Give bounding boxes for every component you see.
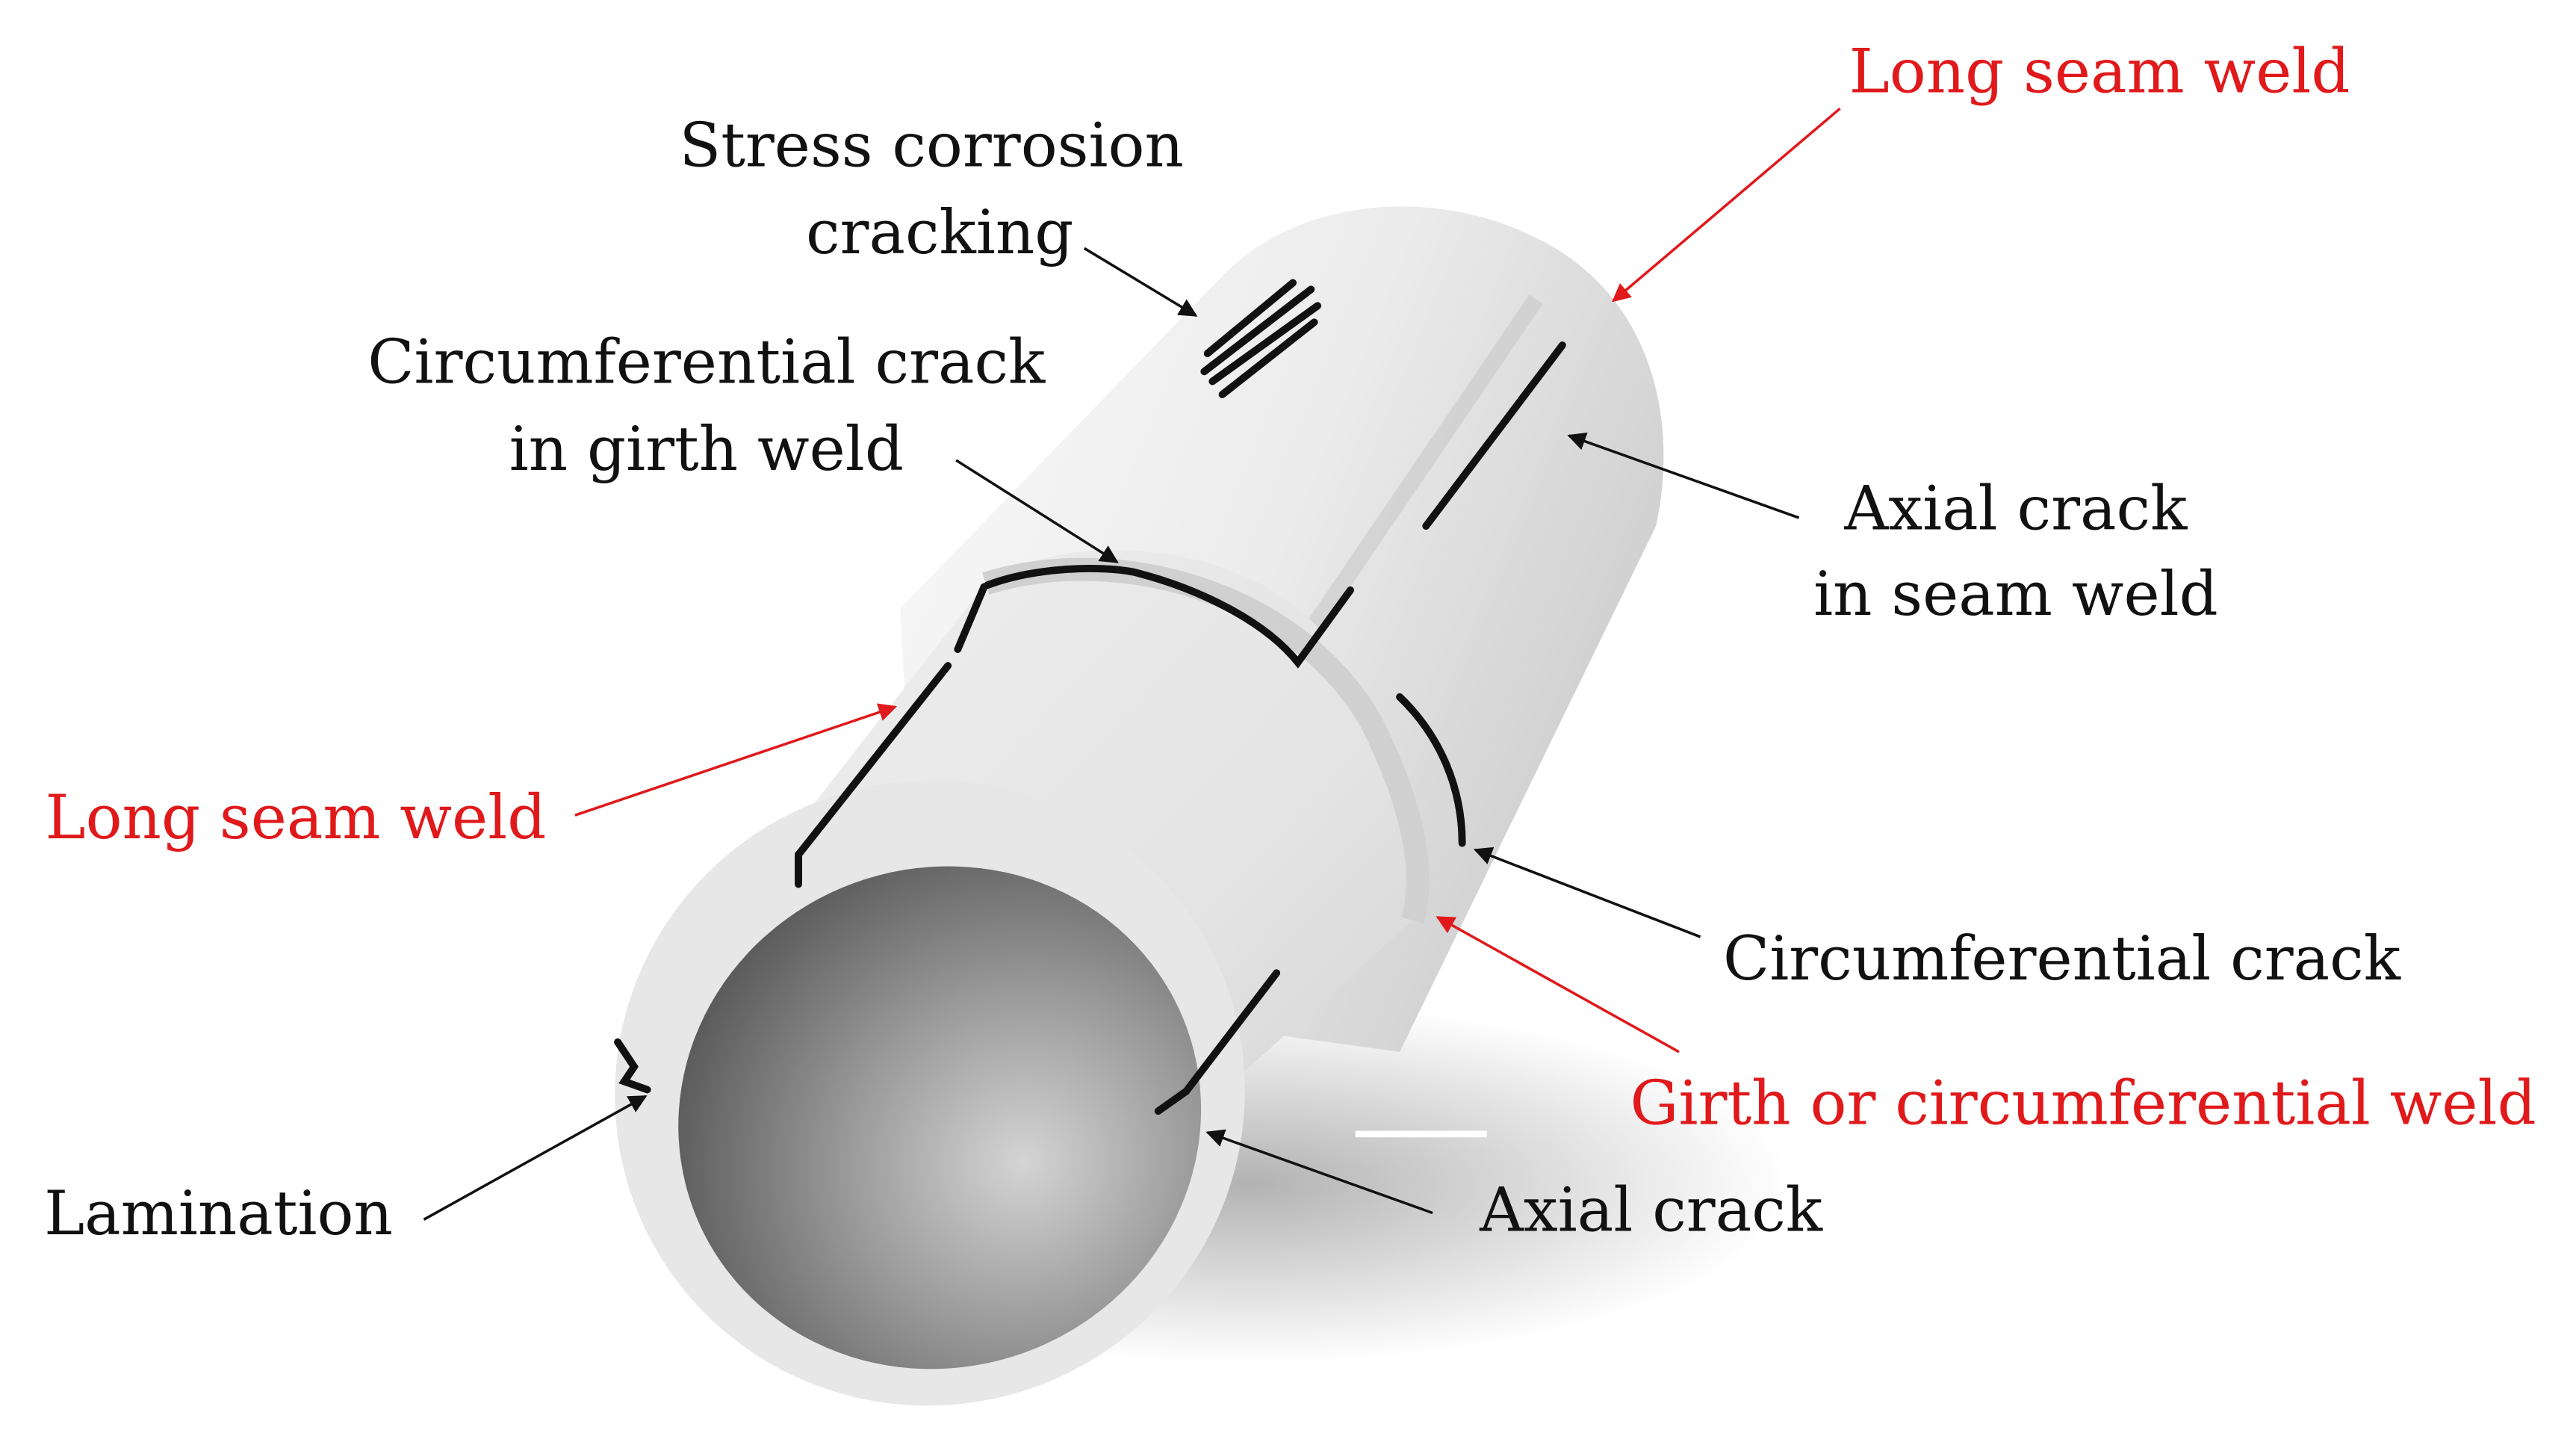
label-circ-girth-line1: Circumferential crack	[367, 327, 1046, 398]
lamination-mark	[614, 1038, 651, 1094]
arrow-long-seam-left	[574, 703, 898, 817]
pipe-bore	[678, 866, 1202, 1369]
girth-weld-crack	[984, 564, 1355, 669]
label-long-seam-top: Long seam weld	[1849, 36, 2350, 107]
arrow-long-seam-top	[1612, 107, 1841, 303]
label-axial-crack: Axial crack	[1479, 1175, 1823, 1246]
arrow-girth-weld	[1436, 916, 1680, 1053]
seam-groove-rear	[1291, 294, 1543, 654]
label-circumferential-crack: Circumferential crack	[1723, 923, 2401, 994]
crack-marks	[614, 279, 1566, 1115]
label-long-seam-left: Long seam weld	[46, 782, 547, 853]
pipe-illustration	[615, 206, 1791, 1406]
label-axial-seam-line1: Axial crack	[1843, 473, 2188, 544]
arrow-axial-seam	[1567, 432, 1800, 519]
left-seam-crack	[795, 583, 988, 888]
arrow-axial-crack	[1205, 1129, 1433, 1215]
seam-weld-axial-crack	[1422, 341, 1566, 530]
arrow-stress-corrosion	[1083, 247, 1198, 317]
label-axial-seam-line2: in seam weld	[1813, 559, 2218, 630]
stress-corrosion-cracks	[1200, 279, 1322, 399]
label-lamination: Lamination	[44, 1178, 393, 1249]
arrow-lamination	[423, 1095, 648, 1221]
callout-arrows	[423, 107, 1841, 1221]
label-stress-corrosion-line1: Stress corrosion	[679, 110, 1183, 181]
label-circ-girth-line2: in girth weld	[509, 414, 904, 485]
arrow-circ-girth	[955, 459, 1119, 563]
circumferential-crack-mark	[1396, 693, 1466, 847]
label-girth-weld: Girth or circumferential weld	[1630, 1068, 2536, 1139]
arrow-circ-crack	[1473, 846, 1701, 938]
label-stress-corrosion-line2: cracking	[806, 197, 1073, 268]
labels: Stress corrosion cracking Circumferentia…	[44, 36, 2536, 1249]
axial-crack-mark	[1154, 969, 1281, 1115]
